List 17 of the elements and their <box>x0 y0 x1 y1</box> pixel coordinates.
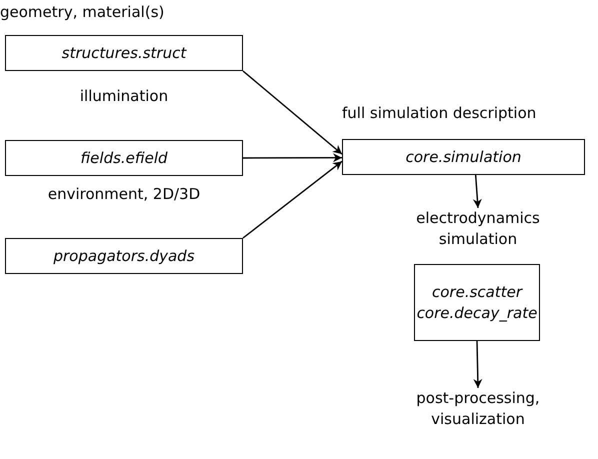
arrow <box>242 160 342 239</box>
module-name: propagators.dyads <box>53 246 195 266</box>
arrow <box>242 70 342 155</box>
arrow <box>473 340 482 388</box>
stage-heading: geometry, material(s) <box>0 3 164 21</box>
module-name: core.simulation <box>406 146 522 168</box>
module-name: core.decay_rate <box>416 302 538 324</box>
module-name: structures.struct <box>62 42 186 64</box>
stage-heading: full simulation description <box>342 104 536 122</box>
module-name: core.scatter <box>432 282 522 302</box>
stage-heading: environment, 2D/3D <box>48 185 200 203</box>
stage-heading: illumination <box>80 87 168 105</box>
stage-heading: post-processing, visualization <box>416 389 540 428</box>
stage-heading: electrodynamics simulation <box>416 209 540 248</box>
arrow <box>472 174 482 208</box>
arrow <box>243 153 342 162</box>
module-name: fields.efield <box>80 148 168 168</box>
